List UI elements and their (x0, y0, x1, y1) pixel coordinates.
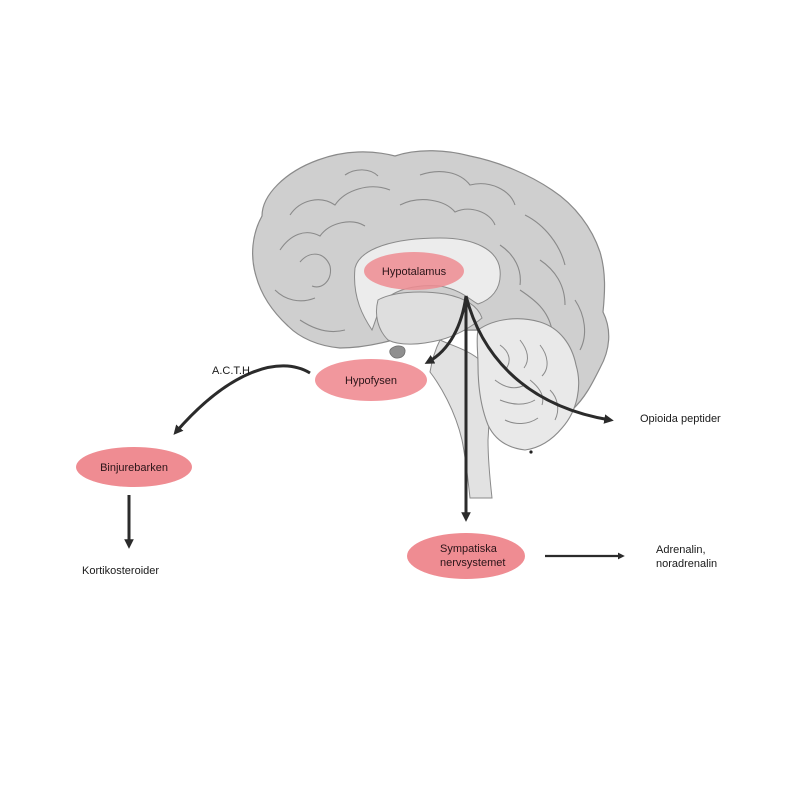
node-sympatiska-nervsystemet: Sympatiska nervsystemet (407, 533, 525, 579)
arrows (124, 295, 625, 560)
gyri-lines (274, 169, 586, 393)
arrow-hypotalamus-to-opioida (464, 295, 614, 424)
binjurebarken-label: Binjurebarken (100, 462, 168, 474)
kortikosteroider-label: Kortikosteroider (82, 565, 159, 577)
adrenalin-label-line1: Adrenalin, (656, 544, 706, 556)
cerebellum (476, 318, 580, 451)
node-binjurebarken: Binjurebarken (76, 447, 192, 487)
watermark-dot (529, 450, 533, 454)
brain-illustration (252, 150, 610, 499)
acth-label: A.C.T.H (212, 365, 250, 377)
node-hypotalamus: Hypotalamus (364, 252, 464, 290)
opioida-peptider-label: Opioida peptider (640, 413, 721, 425)
hypotalamus-label: Hypotalamus (382, 266, 447, 278)
node-hypofysen: Hypofysen (315, 359, 427, 401)
pituitary-gland (389, 345, 406, 359)
arrow-acth (173, 364, 311, 435)
sympatiska-label-line1: Sympatiska (440, 543, 498, 555)
hypofysen-label: Hypofysen (345, 375, 397, 387)
sympatiska-label-line2: nervsystemet (440, 557, 505, 569)
adrenalin-label-line2: noradrenalin (656, 558, 717, 570)
